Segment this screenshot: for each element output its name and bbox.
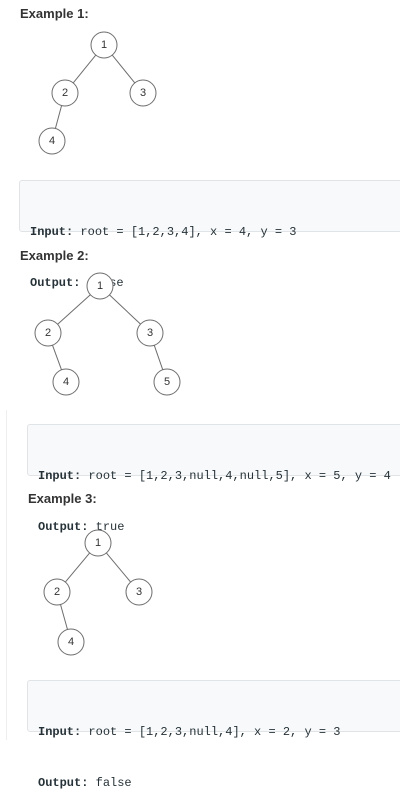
tree-node-circle — [51, 79, 79, 107]
tree-node: 1 — [84, 529, 112, 557]
tree-node: 4 — [38, 127, 66, 155]
input-label: Input: — [38, 469, 82, 483]
tree-edge — [60, 604, 68, 630]
tree-node: 2 — [43, 578, 71, 606]
tree-node: 3 — [125, 578, 153, 606]
tree-node-circle — [34, 319, 62, 347]
tree-node-circle — [57, 628, 85, 656]
example-3-code-block: Input: root = [1,2,3,null,4], x = 2, y =… — [27, 680, 400, 790]
tree-node-circle — [153, 368, 181, 396]
tree-node-circle — [136, 319, 164, 347]
tree-edge — [153, 345, 164, 370]
example-1-code-block: Input: root = [1,2,3,4], x = 4, y = 3 Ou… — [19, 180, 400, 290]
output-value: false — [88, 776, 132, 790]
tree-node: 2 — [51, 79, 79, 107]
example-2-heading: Example 2: — [20, 248, 89, 263]
tree-node: 1 — [86, 272, 114, 300]
tree-node: 3 — [129, 79, 157, 107]
tree-node: 4 — [57, 628, 85, 656]
tree-edge — [109, 294, 141, 325]
tree-node: 1 — [90, 31, 118, 59]
output-label: Output: — [38, 520, 89, 534]
tree-node-label: 2 — [62, 87, 68, 99]
input-value: root = [1,2,3,null,4], x = 2, y = 3 — [81, 725, 341, 739]
input-label: Input: — [38, 725, 82, 739]
example-1-tree-diagram: 1 2 3 4 — [0, 25, 200, 160]
tree-edge — [105, 552, 132, 583]
section-divider — [6, 410, 7, 740]
tree-edge — [64, 552, 91, 583]
example-3-tree-diagram: 1 2 3 4 — [0, 523, 200, 663]
output-label: Output: — [38, 776, 89, 790]
tree-node-label: 3 — [140, 87, 146, 99]
tree-node: 3 — [136, 319, 164, 347]
tree-node-label: 4 — [49, 135, 55, 147]
tree-node: 2 — [34, 319, 62, 347]
example-2-input-line: Input: root = [1,2,3,null,4,null,5], x =… — [38, 468, 394, 485]
example-3-heading: Example 3: — [28, 491, 97, 506]
tree-node-circle — [52, 368, 80, 396]
tree-node-label: 1 — [97, 280, 103, 292]
tree-node-circle — [125, 578, 153, 606]
input-value: root = [1,2,3,4], x = 4, y = 3 — [73, 225, 297, 239]
tree-node-label: 2 — [45, 327, 51, 339]
tree-node-label: 2 — [54, 586, 60, 598]
example-3-input-line: Input: root = [1,2,3,null,4], x = 2, y =… — [38, 724, 394, 741]
tree-node-label: 4 — [68, 636, 74, 648]
tree-node-circle — [129, 79, 157, 107]
tree-node-label: 3 — [136, 586, 142, 598]
example-1-heading: Example 1: — [20, 6, 89, 21]
tree-node-circle — [90, 31, 118, 59]
input-value: root = [1,2,3,null,4,null,5], x = 5, y =… — [81, 469, 391, 483]
tree-node: 5 — [153, 368, 181, 396]
tree-edge — [72, 54, 97, 84]
tree-node-label: 4 — [63, 376, 69, 388]
example-1-input-line: Input: root = [1,2,3,4], x = 4, y = 3 — [30, 224, 394, 241]
output-label: Output: — [30, 276, 81, 290]
tree-node-circle — [86, 272, 114, 300]
tree-node-circle — [43, 578, 71, 606]
tree-node: 4 — [52, 368, 80, 396]
input-label: Input: — [30, 225, 74, 239]
tree-node-circle — [84, 529, 112, 557]
tree-node-label: 5 — [164, 376, 170, 388]
example-3-output-line: Output: false — [38, 775, 394, 792]
example-2-code-block: Input: root = [1,2,3,null,4,null,5], x =… — [27, 424, 400, 534]
tree-edge — [54, 105, 63, 129]
tree-edge — [111, 54, 136, 84]
tree-node-label: 1 — [101, 39, 107, 51]
example-2-tree-diagram: 1 2 3 4 5 — [0, 266, 200, 401]
tree-node-circle — [38, 127, 66, 155]
tree-edge — [52, 345, 62, 370]
tree-node-label: 3 — [147, 327, 153, 339]
tree-node-label: 1 — [95, 537, 101, 549]
tree-edge — [57, 294, 91, 325]
